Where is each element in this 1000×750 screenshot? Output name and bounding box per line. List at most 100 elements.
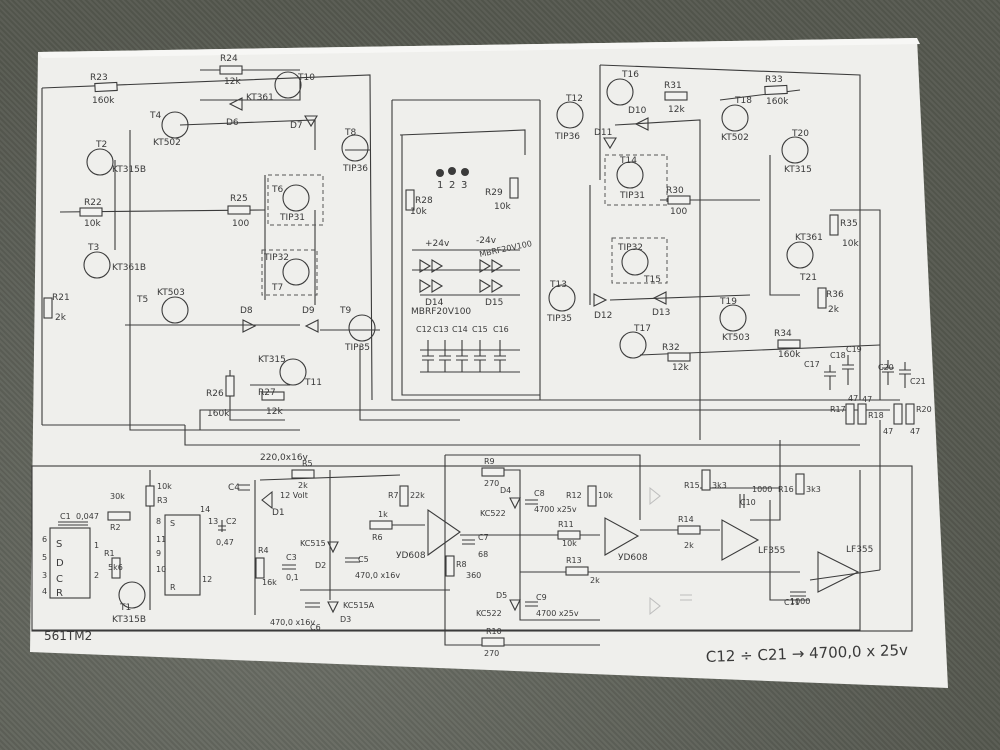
r5-ref: R5 xyxy=(302,459,313,468)
ic1-pin1: 1 xyxy=(94,541,99,550)
r32-value: 12k xyxy=(672,363,689,373)
c21-ref: C21 xyxy=(910,377,926,386)
right-output-stage: T12 TIP36 T16 R31 12k D10 D11 T18 KT502 … xyxy=(539,64,932,440)
c5-ref: C5 xyxy=(358,555,369,564)
r24-value: 12k xyxy=(224,77,241,87)
c17-ref: C17 xyxy=(804,360,820,369)
d7-ref: D7 xyxy=(290,121,303,131)
ic2-pin11: 11 xyxy=(156,535,166,544)
c6-value: 470,0 x16v xyxy=(270,618,315,627)
t13-part: TIP35 xyxy=(546,314,572,324)
r19-value: 47 xyxy=(883,427,893,436)
ic1-part: 561TM2 xyxy=(44,629,92,643)
r32-ref: R32 xyxy=(662,343,680,353)
c11-value: 1000 xyxy=(790,597,810,606)
ic2-pin8: 8 xyxy=(156,517,161,526)
supply-neg-label: -24v xyxy=(476,236,497,246)
c4-value: 220,0x16v xyxy=(260,453,309,463)
r25-ref: R25 xyxy=(230,194,248,204)
c12-ref: C12 xyxy=(416,325,432,334)
t21-ref: T21 xyxy=(799,273,817,283)
t16-ref: T16 xyxy=(621,70,639,80)
t18-ref: T18 xyxy=(734,96,752,106)
r25-value: 100 xyxy=(232,219,249,229)
t1-ref: T1 xyxy=(119,603,131,613)
capacitor-bank-c17-c21 xyxy=(824,355,911,390)
r30-ref: R30 xyxy=(666,186,684,196)
c20-ref: C20 xyxy=(878,363,894,372)
t4-part: KT502 xyxy=(153,138,181,148)
r27-ref: R27 xyxy=(258,388,276,398)
d15-ref: D15 xyxy=(485,298,503,308)
d3-part: KC515A xyxy=(343,601,375,610)
r21-value: 2k xyxy=(55,313,67,323)
r10-ref: R10 xyxy=(486,627,502,636)
r35-value: 10k xyxy=(842,239,859,249)
t9-ref: T9 xyxy=(339,306,351,316)
r8-ref: R8 xyxy=(456,560,467,569)
t13-ref: T13 xyxy=(549,280,567,290)
r9-value: 270 xyxy=(484,479,499,488)
r8-value: 360 xyxy=(466,571,481,580)
t5-ref: T5 xyxy=(136,295,148,305)
c8-ref: C8 xyxy=(534,489,545,498)
t2-part: KT315B xyxy=(112,165,146,175)
control-board: S D C R 6 5 3 4 1 2 561TM2 C1 0,047 30k … xyxy=(31,420,913,658)
r15-ref: R15 xyxy=(684,481,700,490)
ic1-r1: R xyxy=(56,588,63,599)
r3-ref: R3 xyxy=(157,496,168,505)
r22-ref: R22 xyxy=(84,198,102,208)
d9-ref: D9 xyxy=(302,306,315,316)
t11-ref: T11 xyxy=(304,378,322,388)
r36-value: 2k xyxy=(828,305,840,315)
r34-ref: R34 xyxy=(774,329,792,339)
c8-value: 4700 x25v xyxy=(534,505,577,514)
r29-ref: R29 xyxy=(485,188,503,198)
r18-value: 47 xyxy=(862,395,872,404)
r26-value: 160k xyxy=(207,409,230,419)
oa3-part: LF355 xyxy=(758,546,785,556)
c3-ref: C3 xyxy=(286,553,297,562)
r6-value: 1k xyxy=(378,510,388,519)
t3-part: KT361B xyxy=(112,263,146,273)
terminal-3-label: 3 xyxy=(461,180,467,191)
r11-value: 10k xyxy=(562,539,577,548)
c13-ref: C13 xyxy=(433,325,449,334)
t7-ref: T7 xyxy=(271,283,283,293)
r2-value: 30k xyxy=(110,492,125,501)
r36-ref: R36 xyxy=(826,290,844,300)
d8-ref: D8 xyxy=(240,306,253,316)
d5-ref: D5 xyxy=(496,591,507,600)
t10-ref: T10 xyxy=(297,73,315,83)
r17-ref: R17 xyxy=(830,405,846,414)
c10-ref: C10 xyxy=(740,498,756,507)
d10-ref: D10 xyxy=(628,106,647,116)
t12-part: TIP36 xyxy=(554,132,580,142)
r4-value: 16k xyxy=(262,578,277,587)
terminal-2-label: 2 xyxy=(449,180,455,191)
d2-ref: D2 xyxy=(315,561,326,570)
ic1-pin3: 3 xyxy=(42,571,47,580)
r10-value: 270 xyxy=(484,649,499,658)
c2-ref: C2 xyxy=(226,517,237,526)
r17-value: 47 xyxy=(848,394,858,403)
ic1-pin6: 6 xyxy=(42,535,47,544)
r20-value: 47 xyxy=(910,427,920,436)
t3-ref: T3 xyxy=(87,243,99,253)
t20-ref: T20 xyxy=(791,129,809,139)
r1-ref: R1 xyxy=(104,549,115,558)
c7-ref: C7 xyxy=(478,533,489,542)
left-output-stage: R23 160k R24 12k T10 KT361 D6 T4 KT502 D… xyxy=(41,54,890,446)
r1-value: 5k6 xyxy=(108,563,123,572)
c10-value: 1000 xyxy=(752,485,772,494)
r18-ref: R18 xyxy=(868,411,884,420)
oa4-part: LF355 xyxy=(846,545,873,555)
d1-part: 12 Volt xyxy=(280,491,308,500)
ic2-pin9: 9 xyxy=(156,549,161,558)
t4-ref: T4 xyxy=(149,111,161,121)
c9-value: 4700 x25v xyxy=(536,609,579,618)
r23-value: 160k xyxy=(92,96,115,106)
d6-ref: D6 xyxy=(226,118,239,128)
d12-ref: D12 xyxy=(594,311,612,321)
